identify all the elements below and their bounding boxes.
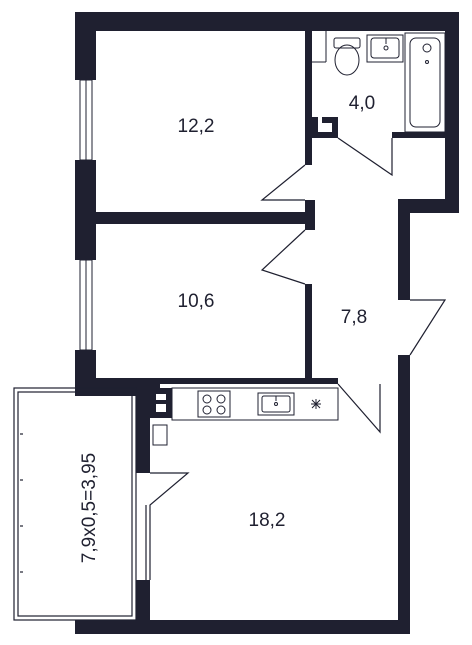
toilet-icon bbox=[333, 37, 361, 76]
wall-bottom-left bbox=[75, 620, 150, 634]
wall-bedroom-divider bbox=[96, 212, 310, 224]
door-balcony bbox=[149, 472, 190, 580]
label-balcony: 7,9x0,5=3,95 bbox=[79, 453, 100, 563]
vent-star-icon bbox=[311, 399, 321, 409]
wall-bedroom-right bbox=[305, 31, 312, 165]
bathroom-fixtures bbox=[312, 31, 446, 133]
wall-top bbox=[75, 12, 459, 31]
interior-walls bbox=[96, 31, 445, 418]
wall-bottom bbox=[136, 620, 410, 634]
wall-bath-bottom bbox=[312, 132, 338, 138]
wall-bath-right bbox=[392, 132, 445, 138]
label-bathroom: 4,0 bbox=[349, 93, 375, 114]
wall-right-middle bbox=[398, 199, 410, 300]
door-bedroom-top bbox=[260, 164, 306, 201]
wall-right-upper bbox=[445, 12, 459, 213]
fridge bbox=[152, 424, 168, 446]
label-bedroom-top: 12,2 bbox=[178, 116, 215, 137]
windows bbox=[79, 79, 93, 351]
wall-bedroom2-right bbox=[305, 284, 312, 380]
wall-right-lower bbox=[398, 355, 410, 633]
wall-shaft-right bbox=[332, 117, 338, 138]
outer-walls bbox=[75, 12, 459, 634]
wall-kitchen-left-lower bbox=[136, 580, 150, 634]
wall-kitchen-top bbox=[150, 378, 338, 384]
kitchen-shaft-outer bbox=[150, 388, 172, 418]
stove-icon bbox=[197, 390, 231, 418]
kitchen-fixtures bbox=[152, 387, 339, 446]
sink-icon bbox=[366, 34, 404, 63]
wall-left-top bbox=[75, 12, 96, 80]
balcony bbox=[13, 387, 137, 621]
doors bbox=[145, 137, 447, 580]
kitchen-sink-icon bbox=[257, 392, 295, 416]
wall-bath-stub bbox=[305, 200, 315, 230]
kitchen-shaft-inner bbox=[156, 394, 166, 412]
wall-bath-left bbox=[312, 117, 318, 138]
door-bedroom-middle bbox=[260, 229, 306, 285]
door-kitchen bbox=[337, 383, 381, 434]
label-bedroom-middle: 10,6 bbox=[178, 291, 215, 312]
door-entrance bbox=[409, 299, 447, 356]
label-kitchen-living: 18,2 bbox=[249, 510, 286, 531]
door-bathroom bbox=[337, 137, 393, 177]
wall-kitchen-left-upper bbox=[136, 378, 150, 473]
bathtub-icon bbox=[404, 32, 446, 133]
label-hallway: 7,8 bbox=[341, 307, 367, 328]
wall-shaft bbox=[322, 117, 338, 123]
balcony-outline bbox=[13, 387, 137, 621]
kitchen-counter bbox=[171, 387, 339, 421]
wall-left-mid bbox=[75, 160, 96, 260]
wall-right-step bbox=[398, 199, 459, 213]
